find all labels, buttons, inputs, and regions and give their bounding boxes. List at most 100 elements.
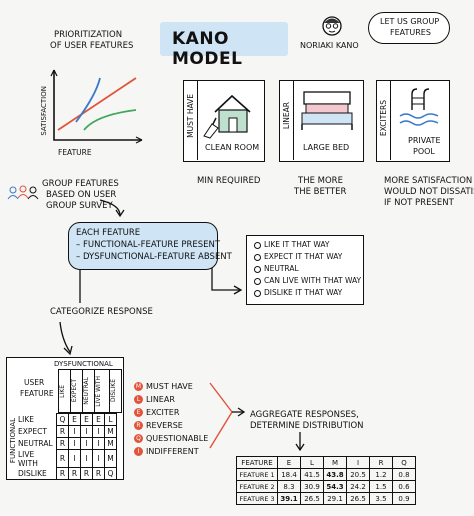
matrix-row: NEUTRAL R I I I M bbox=[18, 437, 117, 450]
table-cell: FEATURE 2 bbox=[236, 480, 278, 493]
legend-indifferent: INDIFFERENT bbox=[146, 447, 199, 456]
table-cell: FEATURE 3 bbox=[236, 492, 278, 505]
matrix-cell: R bbox=[56, 449, 69, 468]
table-cell: 8.3 bbox=[277, 480, 301, 493]
legend-badge: E bbox=[134, 408, 143, 417]
legend-badge: Q bbox=[134, 434, 143, 443]
table-header-cell: I bbox=[346, 456, 370, 469]
matrix-functional-label: FUNCTIONAL bbox=[9, 418, 17, 464]
matrix-cell: E bbox=[92, 413, 105, 426]
matrix-row-label: LIVE WITH bbox=[18, 449, 38, 468]
legend-linear: LINEAR bbox=[146, 395, 175, 404]
legend-reverse: REVERSE bbox=[146, 421, 183, 430]
author-name: NORIAKI KANO bbox=[300, 41, 359, 50]
linear-desc-2: THE BETTER bbox=[294, 187, 347, 197]
matrix-user-label-2: FEATURE bbox=[20, 389, 54, 398]
table-row: FEATURE 1 18.4 41.5 43.8 20.5 1.2 0.8 bbox=[236, 468, 416, 481]
table-cell: 43.8 bbox=[323, 468, 347, 481]
legend-questionable: QUESTIONABLE bbox=[146, 434, 209, 443]
table-cell: 1.2 bbox=[369, 468, 393, 481]
categorize-label: CATEGORIZE RESPONSE bbox=[50, 307, 153, 317]
exciters-desc-2: WOULD NOT DISSATISFY bbox=[384, 187, 474, 197]
table-cell: 54.3 bbox=[323, 480, 347, 493]
matrix-cell: I bbox=[92, 437, 105, 450]
matrix-cell: I bbox=[80, 425, 93, 438]
satisfaction-graph bbox=[50, 69, 143, 144]
legend-badge: M bbox=[134, 382, 143, 391]
speech-bubble bbox=[368, 12, 450, 44]
table-header-cell: M bbox=[323, 456, 347, 469]
matrix-cell: E bbox=[80, 413, 93, 426]
table-cell: 24.2 bbox=[346, 480, 370, 493]
speech-line-1: LET US GROUP bbox=[380, 17, 440, 26]
matrix-col-like: LIKE bbox=[59, 384, 66, 398]
pool-icon bbox=[399, 88, 439, 126]
matrix-cell: I bbox=[80, 449, 93, 468]
matrix-cell: I bbox=[68, 449, 81, 468]
option-like: LIKE IT THAT WAY bbox=[264, 240, 330, 249]
table-header-cell: Q bbox=[392, 456, 416, 469]
matrix-dysfunctional-label: DYSFUNCTIONAL bbox=[54, 360, 113, 368]
matrix-row: LIKE Q E E E L bbox=[18, 413, 117, 426]
title-banner: KANO MODEL bbox=[160, 22, 288, 69]
matrix-col-dislike: DISLIKE bbox=[110, 379, 117, 403]
matrix-cell: M bbox=[104, 437, 117, 450]
speech-line-2: FEATURES bbox=[390, 28, 431, 37]
must-have-divider bbox=[183, 80, 198, 160]
prioritization-line-2: OF USER FEATURES bbox=[50, 41, 134, 51]
matrix-cell: L bbox=[104, 413, 117, 426]
exciters-divider bbox=[376, 80, 391, 160]
exciters-caption-2: POOL bbox=[413, 147, 435, 156]
exciters-desc-3: IF NOT PRESENT bbox=[384, 198, 454, 208]
option-radio-icon bbox=[254, 266, 261, 273]
table-header-cell: L bbox=[300, 456, 324, 469]
matrix-cell: R bbox=[56, 437, 69, 450]
response-options-box bbox=[246, 235, 364, 305]
page-title: KANO MODEL bbox=[172, 29, 243, 69]
table-cell: 20.5 bbox=[346, 468, 370, 481]
distribution-table: FEATURE E L M I R Q FEATURE 1 18.4 41.5 … bbox=[236, 456, 416, 505]
each-feature-functional: – FUNCTIONAL-FEATURE PRESENT bbox=[76, 240, 221, 250]
group-line-2: BASED ON USER bbox=[46, 190, 117, 200]
matrix-cell: R bbox=[68, 467, 81, 480]
linear-curve bbox=[57, 77, 137, 131]
matrix-row: LIVE WITH R I I I M bbox=[18, 449, 117, 468]
exciters-caption-1: PRIVATE bbox=[408, 136, 441, 145]
exciters-label: EXCITERS bbox=[379, 100, 388, 137]
matrix-cell: I bbox=[80, 437, 93, 450]
matrix-cell: E bbox=[68, 413, 81, 426]
table-cell: 39.1 bbox=[277, 492, 301, 505]
table-header-cell: FEATURE bbox=[236, 456, 278, 469]
must-have-label: MUST HAVE bbox=[186, 94, 195, 138]
each-feature-title: EACH FEATURE bbox=[76, 228, 141, 238]
exciters-desc-1: MORE SATISFACTION bbox=[384, 176, 473, 186]
linear-label: LINEAR bbox=[282, 102, 291, 130]
option-radio-icon bbox=[254, 254, 261, 261]
linear-caption: LARGE BED bbox=[303, 143, 350, 152]
matrix-cell: R bbox=[56, 425, 69, 438]
matrix-cell: I bbox=[68, 425, 81, 438]
must-have-caption: CLEAN ROOM bbox=[205, 143, 260, 152]
table-cell: 1.5 bbox=[369, 480, 393, 493]
table-cell: 18.4 bbox=[277, 468, 301, 481]
matrix-cell: R bbox=[80, 467, 93, 480]
option-radio-icon bbox=[254, 278, 261, 285]
matrix-cell: M bbox=[104, 449, 117, 468]
matrix-cell: R bbox=[56, 467, 69, 480]
option-expect: EXPECT IT THAT WAY bbox=[264, 252, 343, 261]
aggregate-line-2: DETERMINE DISTRIBUTION bbox=[250, 421, 364, 431]
matrix-cell: I bbox=[92, 449, 105, 468]
option-neutral: NEUTRAL bbox=[264, 264, 299, 273]
each-feature-dysfunctional: – DYSFUNCTIONAL-FEATURE ABSENT bbox=[76, 252, 232, 262]
table-cell: 26.5 bbox=[300, 492, 324, 505]
prioritization-line-1: PRIORITIZATION bbox=[54, 30, 123, 40]
matrix-cell: R bbox=[92, 467, 105, 480]
exciter-curve bbox=[75, 77, 101, 123]
house-icon bbox=[203, 94, 251, 139]
matrix-row: EXPECT R I I I M bbox=[18, 425, 117, 438]
legend-badge: I bbox=[134, 447, 143, 456]
graph-ylabel: SATISFACTION bbox=[40, 86, 48, 136]
user-group-icon bbox=[7, 185, 39, 200]
must-have-desc: MIN REQUIRED bbox=[197, 176, 261, 186]
matrix-cell: M bbox=[104, 425, 117, 438]
